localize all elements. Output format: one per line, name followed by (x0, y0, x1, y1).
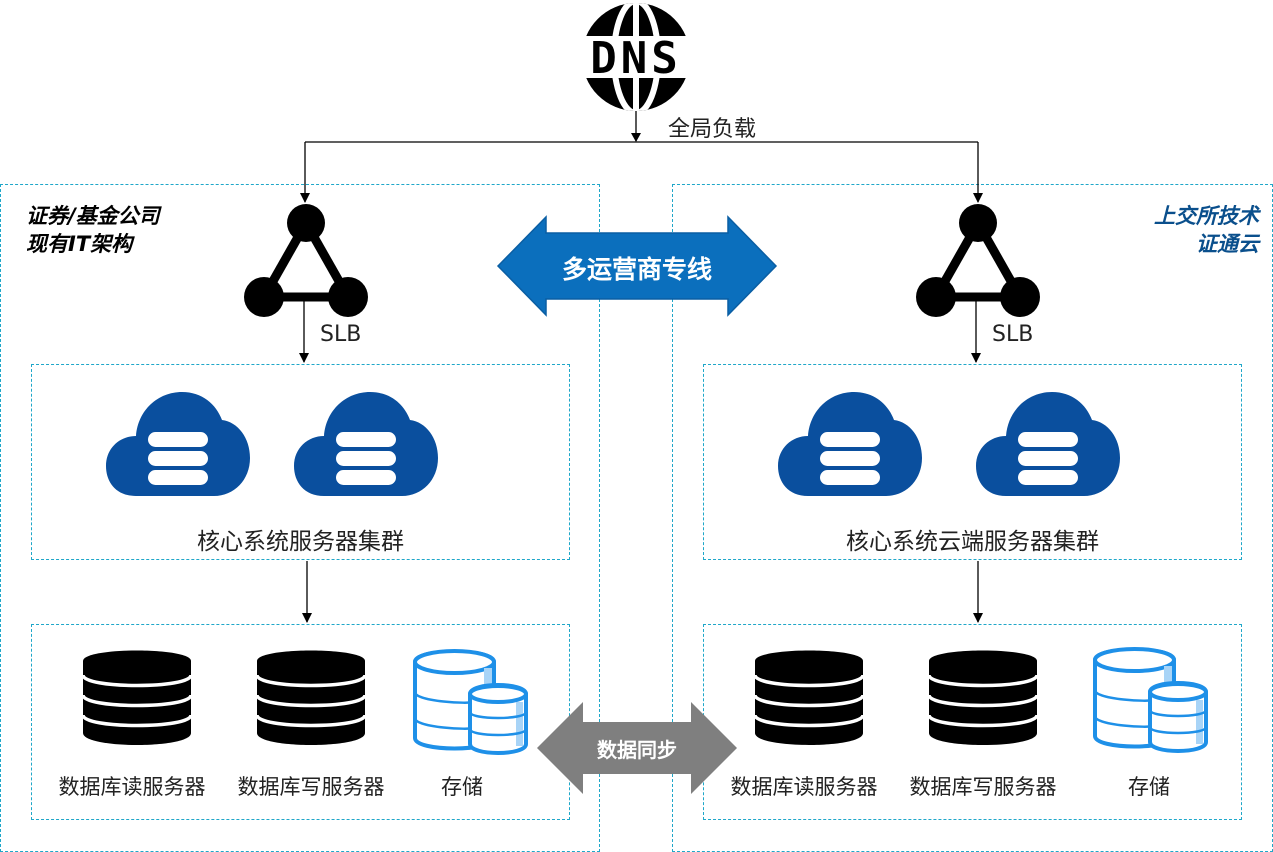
multi-carrier-label: 多运营商专线 (561, 255, 712, 284)
right-cluster-box (703, 364, 1242, 560)
database-icon (753, 650, 865, 745)
left-cluster-label: 核心系统服务器集群 (197, 529, 404, 555)
left-zone-title: 证券/基金公司 现有IT架构 (26, 202, 160, 258)
database-icon (81, 650, 193, 745)
right-slb-label: SLB (992, 322, 1034, 347)
dns-text: DNS (590, 33, 681, 84)
left-slb-label: SLB (320, 322, 362, 347)
storage-icon (413, 649, 528, 755)
dns-globe-icon: DNS (580, 3, 692, 111)
left-storage-label-0: 数据库读服务器 (58, 775, 206, 799)
right-slb-icon (916, 204, 1040, 317)
left-cluster-box (31, 364, 570, 560)
left-slb-icon (244, 204, 368, 317)
cloud-server-icon (778, 392, 922, 496)
data-sync-label: 数据同步 (597, 738, 677, 762)
multi-carrier-arrow (496, 215, 778, 317)
right-zone-title-line1: 上交所技术 (1154, 204, 1259, 228)
left-zone-title-line1: 证券/基金公司 (26, 204, 160, 228)
left-storage-label-1: 数据库写服务器 (237, 775, 385, 799)
data-sync-arrow (537, 702, 737, 794)
global-load-label: 全局负载 (668, 117, 757, 142)
right-storage-label-1: 数据库写服务器 (909, 775, 1057, 799)
cloud-server-icon (106, 392, 250, 496)
database-icon (255, 650, 367, 745)
right-zone-title-line2: 证通云 (1196, 232, 1259, 256)
database-icon (927, 650, 1039, 745)
right-storage-label-2: 存储 (1128, 775, 1170, 799)
right-storage-label-0: 数据库读服务器 (730, 775, 878, 799)
left-storage-label-2: 存储 (441, 775, 483, 799)
right-zone-title: 上交所技术 证通云 (1154, 202, 1259, 258)
cloud-server-icon (976, 392, 1120, 496)
cloud-server-icon (294, 392, 438, 496)
right-cluster-label: 核心系统云端服务器集群 (846, 529, 1099, 555)
dns-arrowhead (631, 133, 641, 142)
left-zone-title-line2: 现有IT架构 (26, 232, 133, 256)
storage-icon (1093, 647, 1208, 753)
